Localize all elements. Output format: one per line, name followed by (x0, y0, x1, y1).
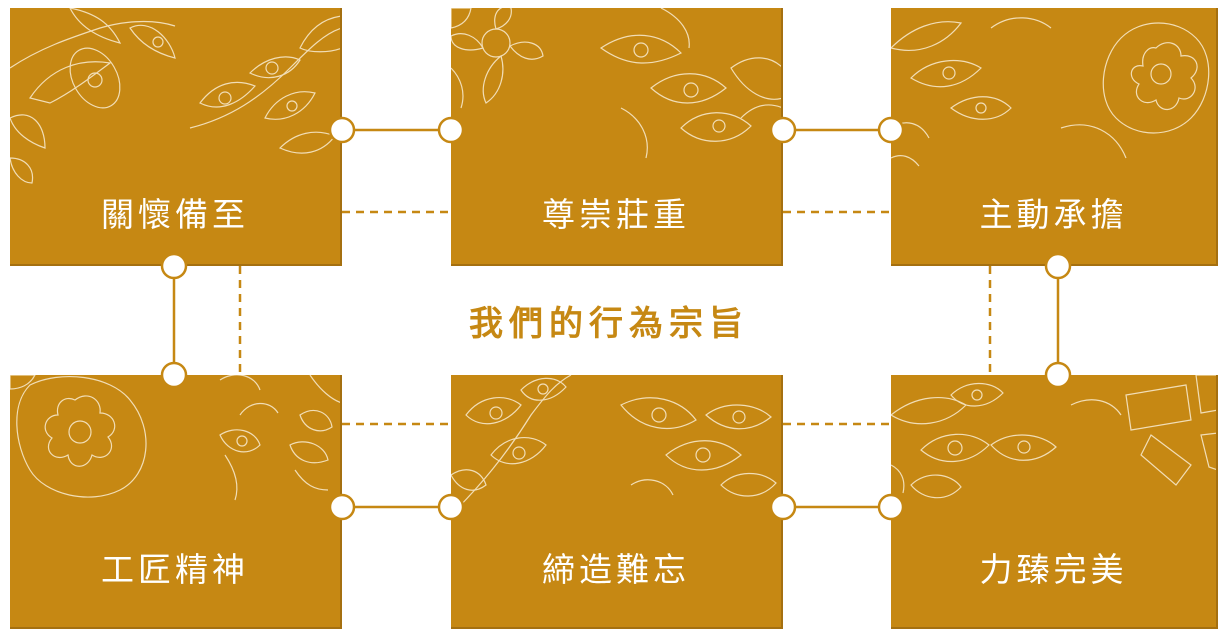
card-label: 關懷備至 (101, 195, 249, 234)
card-label: 締造難忘 (542, 550, 690, 589)
card-label: 力臻完美 (979, 550, 1128, 589)
floral-pattern-icon (451, 375, 777, 516)
value-card-6: 力臻完美 (891, 375, 1218, 629)
connector-node (1044, 252, 1072, 280)
connector-node (437, 116, 465, 144)
value-card-3: 主動承擔 (891, 8, 1218, 266)
connector-node (160, 252, 188, 280)
floral-pattern-icon (891, 17, 1210, 167)
connector-node (769, 493, 797, 521)
card-label: 尊崇莊重 (542, 195, 690, 234)
center-title: 我們的行為宗旨 (469, 304, 749, 344)
card-label: 工匠精神 (101, 550, 249, 589)
floral-pattern-icon (891, 375, 1216, 499)
connector-node (877, 116, 905, 144)
value-card-2: 尊崇莊重 (451, 8, 783, 266)
connector-node (437, 493, 465, 521)
floral-pattern-icon (10, 375, 340, 501)
connector-node (328, 116, 356, 144)
card-label: 主動承擔 (979, 195, 1128, 234)
floral-pattern-icon (451, 8, 781, 159)
connector-node (769, 116, 797, 144)
value-card-5: 締造難忘 (451, 375, 783, 629)
connector-node (1044, 361, 1072, 389)
value-card-4: 工匠精神 (10, 375, 342, 629)
floral-pattern-icon (10, 8, 340, 184)
connector-node (160, 361, 188, 389)
connector-node (328, 493, 356, 521)
connector-node (877, 493, 905, 521)
